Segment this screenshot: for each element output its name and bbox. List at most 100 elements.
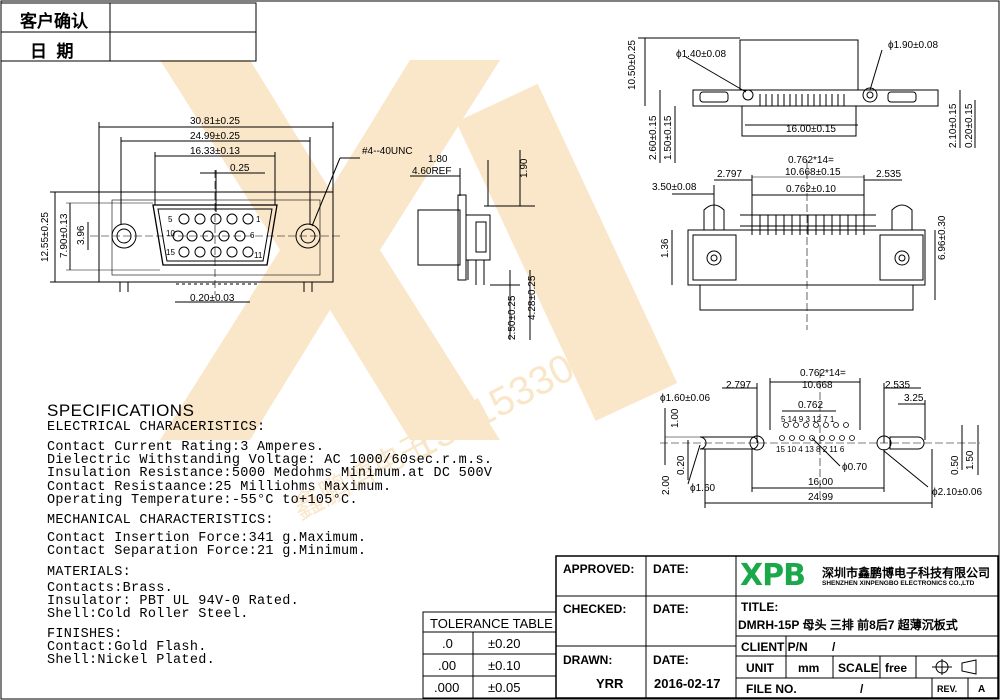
dim-width-flange: 24.99±0.25 xyxy=(190,131,240,142)
dim-pcb-150: 1.50 xyxy=(965,450,976,470)
file-no-label: FILE NO. xyxy=(746,682,797,696)
pin-label-6: 6 xyxy=(250,231,255,240)
dim-pcb-0762: 0.762 xyxy=(798,400,823,411)
dim-h-total: 12.55±0.25 xyxy=(40,212,51,262)
spec-electrical-head: ELECTRICAL CHARACERISTICS: xyxy=(47,420,266,435)
spec-fin2: Shell:Nickel Plated. xyxy=(47,653,216,668)
tolerance-grid xyxy=(422,611,557,699)
spec-mat3: Shell:Cold Roller Steel. xyxy=(47,607,249,622)
spec-e5: Operating Temperature:-55°C to+105°C. xyxy=(47,493,358,508)
dim-side-250: 2.50±0.25 xyxy=(507,295,518,340)
dim-pcb-200: 2.00 xyxy=(661,475,672,495)
unit-label: UNIT xyxy=(746,661,774,675)
spec-mat2: Insulator: PBT UL 94V-0 Rated. xyxy=(47,594,300,609)
tolerance-value-3: ±0.05 xyxy=(488,680,521,695)
dim-pitch-bottom: 0.20±0.03 xyxy=(190,293,235,304)
dim-pcb-pitch-total: 0.762*14= xyxy=(800,368,846,379)
dim-pcb-10668: 10.668 xyxy=(802,380,833,391)
scale-value: free xyxy=(885,661,908,675)
dim-width-total: 30.81±0.25 xyxy=(190,116,240,127)
spec-m2: Contact Separation Force:21 g.Minimum. xyxy=(47,544,367,559)
spec-m1: Contact Insertion Force:341 g.Maximum. xyxy=(47,531,367,546)
dim-pcb-2797: 2.797 xyxy=(726,380,751,391)
dim-front-0762: 0.762±0.10 xyxy=(786,184,836,195)
front-bottom-view xyxy=(671,160,936,330)
scale-label: SCALE xyxy=(838,661,879,675)
tolerance-value-2: ±0.10 xyxy=(488,658,521,673)
dim-pcb-2535: 2.535 xyxy=(885,380,910,391)
spec-e3: Insulation Resistance:5000 Medohms Minim… xyxy=(47,466,493,481)
rev-value: A xyxy=(978,684,986,695)
rev-label: REV. xyxy=(937,684,958,694)
dim-top-hole-r: ϕ1.90±0.08 xyxy=(888,40,938,51)
dim-front-696: 6.96±0.30 xyxy=(937,215,948,260)
dim-top-260: 2.60±0.15 xyxy=(648,115,659,160)
checked-date-label: DATE: xyxy=(653,602,689,616)
client-pn-value: / xyxy=(832,640,836,654)
pin-label-15: 15 xyxy=(166,248,175,257)
unit-value: mm xyxy=(798,661,820,675)
spec-mat1: Contacts:Brass. xyxy=(47,581,174,596)
drawn-date-label: DATE: xyxy=(653,653,689,667)
pcb-pin-dots xyxy=(779,422,855,441)
drawn-label: DRAWN: xyxy=(563,653,613,667)
tolerance-digits-1: .0 xyxy=(442,636,453,651)
spec-fin-head: FINISHES: xyxy=(47,627,123,642)
dim-front-10668: 10.668±0.15 xyxy=(785,167,841,178)
tolerance-digits-2: .00 xyxy=(438,658,457,673)
dim-pcb-070: ϕ0.70 xyxy=(842,462,868,473)
pcb-pins-bottom: 15 10 4 13 8 2 11 6 xyxy=(776,445,845,454)
pin-label-11: 11 xyxy=(254,251,263,260)
dim-unc: #4--40UNC xyxy=(362,146,413,157)
top-view xyxy=(638,37,976,163)
file-no-value: / xyxy=(860,682,864,696)
projection-symbol-cone xyxy=(961,659,977,675)
dim-pcb-160: ϕ1.60 xyxy=(690,483,716,494)
spec-e2: Dielectric Withstanding Voltage: AC 1000… xyxy=(47,453,493,468)
dim-side-428: 4.28±0.25 xyxy=(527,275,538,320)
tolerance-title: TOLERANCE TABLE xyxy=(430,616,553,631)
dim-pcb-325: 3.25 xyxy=(904,393,924,404)
spec-mat-head: MATERIALS: xyxy=(47,565,132,580)
drawn-date: 2016-02-17 xyxy=(654,676,721,691)
dim-pcb-210: ϕ2.10±0.06 xyxy=(932,487,982,498)
date-label: 日 期 xyxy=(30,42,74,61)
company-logo: XPB xyxy=(740,558,806,593)
dim-side-180: 1.80 xyxy=(428,154,448,165)
pin-label-5: 5 xyxy=(168,215,173,224)
dim-side-ref: 4.60REF xyxy=(412,166,451,177)
spec-fin1: Contact:Gold Flash. xyxy=(47,640,207,655)
dim-pcb-050: 0.50 xyxy=(950,455,961,475)
customer-confirm-label: 客户确认 xyxy=(20,12,88,31)
title-label: TITLE: xyxy=(741,600,779,614)
dim-front-2535: 2.535 xyxy=(876,169,901,180)
spec-mech-head: MECHANICAL CHARACTERISTICS: xyxy=(47,513,274,528)
dim-pcb-020: 0.20 xyxy=(676,455,687,475)
dim-top-020: 0.20±0.15 xyxy=(964,103,975,148)
dim-pcb-2499: 24.99 xyxy=(808,492,833,503)
dim-front-350: 3.50±0.08 xyxy=(652,182,697,193)
spec-e1: Contact Current Rating:3 Amperes. xyxy=(47,440,325,455)
pcb-pins-top: 5 14 9 3 12 7 1 xyxy=(781,415,835,424)
pin-label-1: 1 xyxy=(256,215,261,224)
pin-label-10: 10 xyxy=(166,229,175,238)
spec-e4: Contact Resistaance:25 Milliohms Maximum… xyxy=(47,480,392,495)
dim-front-136: 1.36 xyxy=(660,238,671,258)
front-view xyxy=(50,122,360,303)
tolerance-digits-3: .000 xyxy=(434,680,460,695)
approved-label: APPROVED: xyxy=(563,562,635,576)
dim-top-hole-l: ϕ1.40±0.08 xyxy=(676,49,726,60)
dim-top-210: 2.10±0.15 xyxy=(948,103,959,148)
dim-pcb-1600: 16.00 xyxy=(808,477,833,488)
dim-h-center: 3.96 xyxy=(76,225,87,245)
company-name-cn: 深圳市鑫鹏博电子科技有限公司 xyxy=(822,566,991,580)
client-pn-label: CLIENT P/N xyxy=(741,640,808,654)
checked-label: CHECKED: xyxy=(563,602,627,616)
approved-date-label: DATE: xyxy=(653,562,689,576)
dim-front-pitch-total: 0.762*14= xyxy=(788,155,834,166)
dim-h-shell: 7.90±0.13 xyxy=(59,213,70,258)
